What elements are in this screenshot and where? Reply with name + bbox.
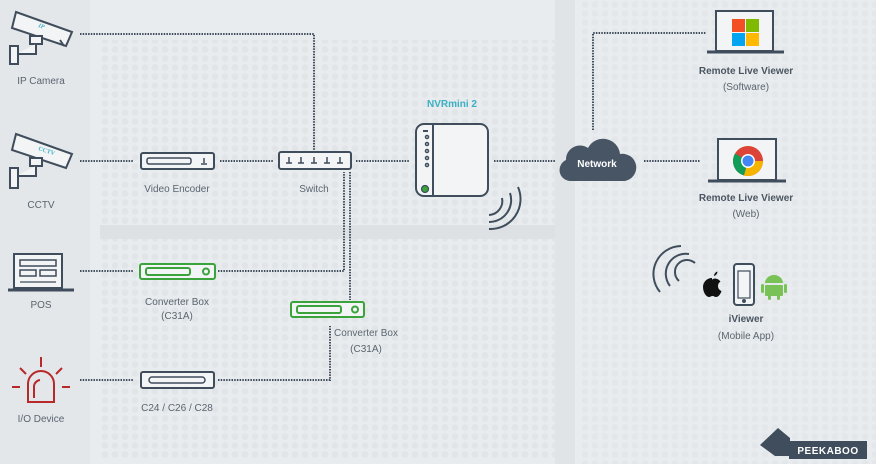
- io-device-label: I/O Device: [17, 414, 65, 425]
- switch-label: Switch: [299, 184, 329, 195]
- cctv-camera-icon[interactable]: CCTV: [9, 132, 74, 189]
- nvr-wireless-icon: [488, 186, 522, 231]
- c24-box-icon[interactable]: [140, 371, 215, 389]
- converter-box-1-icon[interactable]: [139, 263, 216, 280]
- line-ipcam-switch: [80, 33, 315, 152]
- remote-software-label: Remote Live Viewer: [698, 66, 794, 77]
- connection-lines: [80, 32, 706, 381]
- apple-logo-icon: [703, 271, 722, 297]
- smartphone-icon[interactable]: [733, 263, 755, 306]
- io-alarm-icon[interactable]: [12, 357, 70, 403]
- peekaboo-logo: PEEKABOO: [760, 428, 867, 459]
- pos-terminal-icon[interactable]: [8, 253, 74, 292]
- nvr-label: NVRmini 2: [426, 99, 477, 110]
- mobile-wireless-icon: [652, 245, 696, 293]
- video-encoder-icon[interactable]: [140, 152, 215, 170]
- remote-software-sub: (Software): [722, 82, 770, 93]
- converter-box-2-sub: (C31A): [350, 344, 382, 355]
- remote-web-label: Remote Live Viewer: [698, 193, 794, 204]
- android-logo-icon: [761, 275, 787, 300]
- cctv-label: CCTV: [27, 200, 55, 211]
- nvr-device-icon[interactable]: [415, 123, 489, 197]
- network-cloud-icon[interactable]: [559, 138, 637, 181]
- video-encoder-label: Video Encoder: [144, 184, 210, 195]
- converter-box-2-label: Converter Box: [334, 328, 398, 339]
- laptop-software-icon[interactable]: [707, 10, 784, 54]
- laptop-web-icon[interactable]: [708, 138, 786, 183]
- line-c24-converter2: [218, 326, 331, 381]
- line-converter1-switch: [218, 172, 345, 272]
- converter-box-2-icon[interactable]: [290, 301, 365, 318]
- windows-logo-icon: [732, 19, 759, 46]
- ip-badge: IP: [36, 23, 45, 31]
- c24-label: C24 / C26 / C28: [141, 403, 213, 414]
- iviewer-sub: (Mobile App): [717, 331, 775, 342]
- network-label: Network: [577, 159, 617, 170]
- iviewer-label: iViewer: [728, 314, 764, 325]
- logo-text: PEEKABOO: [797, 446, 858, 457]
- ip-camera-icon[interactable]: IP: [9, 10, 74, 65]
- converter-box-1-sub: (C31A): [161, 311, 193, 322]
- ip-camera-label: IP Camera: [17, 76, 65, 87]
- converter-box-1-label: Converter Box: [145, 297, 209, 308]
- chrome-logo-icon: [732, 146, 764, 177]
- cctv-badge: CCTV: [37, 146, 56, 157]
- pos-label: POS: [30, 300, 52, 311]
- switch-icon[interactable]: [278, 151, 352, 170]
- remote-web-sub: (Web): [732, 209, 760, 220]
